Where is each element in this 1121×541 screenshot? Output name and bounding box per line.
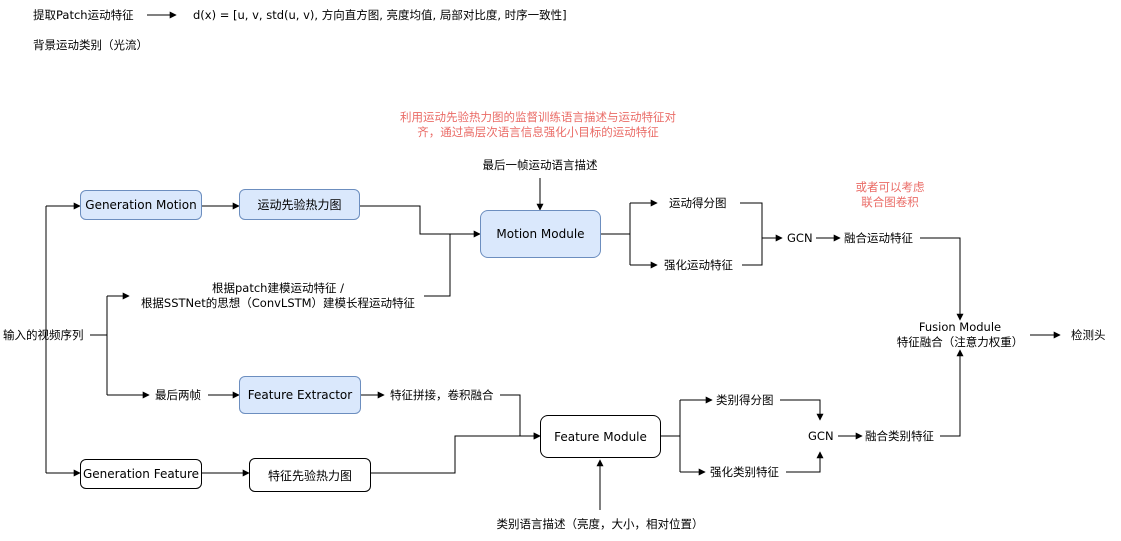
last-frame-desc-label: 最后一帧运动语言描述 [482,158,598,172]
motion-merge [740,202,763,266]
patch-model-label: 根据patch建模运动特征 / 根据SSTNet的思想（ConvLSTM）建模长… [128,281,428,311]
fusion-module: Fusion Module 特征融合（注意力权重） [880,320,1040,350]
motion-module-node[interactable]: Motion Module [480,210,601,258]
feature-heatmap-to-module [371,432,541,474]
input-video-label: 输入的视频序列 [3,328,84,342]
feature-formula: d(x) = [u, v, std(u, v), 方向直方图, 亮度均值, 局部… [193,8,567,22]
motion-prior-heatmap-node[interactable]: 运动先验热力图 [239,189,360,220]
patch-feature-label: 提取Patch运动特征 [33,8,134,22]
motion-alignment-note: 利用运动先验热力图的监督训练语言描述与运动特征对 齐，通过高层次语言信息强化小目… [388,110,688,140]
heatmap-to-motion-module [360,205,481,238]
motion-score-label: 运动得分图 [669,196,727,210]
class-enhanced-label: 强化类别特征 [710,465,779,479]
fusion-module-title: Fusion Module [918,320,1002,334]
feature-prior-heatmap-node[interactable]: 特征先验热力图 [249,458,371,492]
class-enhanced-to-gcn [786,451,824,473]
feature-extractor-node[interactable]: Feature Extractor [239,376,361,414]
patch-to-motion-module [424,234,451,297]
background-motion-label: 背景运动类别（光流） [33,38,148,52]
class-language-desc-label: 类别语言描述（亮度，大小，相对位置） [496,517,704,531]
fused-motion-label: 融合运动特征 [844,231,913,245]
motion-note-line-2: 齐，通过高层次语言信息强化小目标的运动特征 [417,125,659,139]
class-score-label: 类别得分图 [716,393,774,407]
gcn-bottom-label: GCN [808,429,834,443]
gcn-note-line-1: 或者可以考虑 [855,180,925,194]
fused-class-to-fusion [940,349,964,437]
class-score-to-gcn [780,399,824,421]
gcn-top-label: GCN [787,231,813,245]
patch-model-line-2: 根据SSTNet的思想（ConvLSTM）建模长程运动特征 [140,296,416,310]
gcn-note-line-2: 联合图卷积 [861,195,919,209]
fused-motion-to-fusion [920,237,964,321]
fused-class-label: 融合类别特征 [865,429,934,443]
fusion-module-subtitle: 特征融合（注意力权重） [896,335,1024,349]
concat-to-feature-module [500,394,541,440]
motion-enhanced-label: 强化运动特征 [664,258,733,272]
gcn-alternative-note: 或者可以考虑 联合图卷积 [835,180,945,210]
generation-feature-node[interactable]: Generation Feature [80,459,202,489]
generation-motion-node[interactable]: Generation Motion [80,190,202,220]
motion-note-line-1: 利用运动先验热力图的监督训练语言描述与运动特征对 [400,110,676,124]
last-two-frames-label: 最后两帧 [155,388,201,402]
patch-model-line-1: 根据patch建模运动特征 / [212,281,344,295]
feature-module-node[interactable]: Feature Module [540,415,661,458]
detection-head-label: 检测头 [1071,328,1106,342]
concat-fusion-label: 特征拼接，卷积融合 [390,388,494,402]
